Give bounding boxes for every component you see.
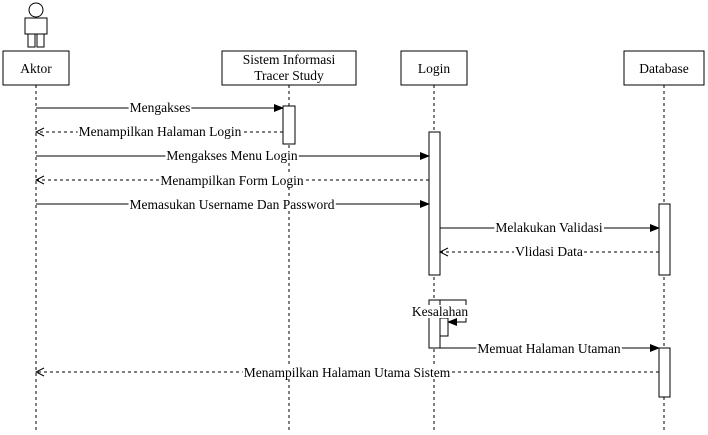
label-backing: [128, 101, 192, 114]
label-backing: [242, 366, 452, 379]
message-mengakses-menu-login-label: Mengakses Menu Login: [166, 148, 297, 163]
participant-aktor: Aktor: [2, 50, 70, 86]
activation-sistem: [282, 105, 296, 145]
activation-database-1: [658, 203, 671, 276]
message-menampilkan-halaman-login-label: Menampilkan Halaman Login: [79, 124, 242, 139]
message-memasukan-username-password: Memasukan Username Dan Password: [36, 197, 430, 212]
message-kesalahan: Kesalahan: [410, 299, 470, 326]
message-menampilkan-halaman-utama-sistem: Menampilkan Halaman Utama Sistem: [36, 365, 659, 380]
message-memuat-halaman-utaman: Memuat Halaman Utaman: [440, 341, 660, 356]
message-menampilkan-form-login: Menampilkan Form Login: [36, 173, 429, 188]
message-menampilkan-halaman-utama-sistem-label: Menampilkan Halaman Utama Sistem: [244, 365, 451, 380]
message-melakukan-validasi-label: Melakukan Validasi: [495, 220, 603, 235]
participant-database-label: Database: [639, 61, 688, 76]
activation-login-self: [439, 317, 449, 337]
message-mengakses: Mengakses: [36, 100, 284, 115]
message-menampilkan-form-login-label: Menampilkan Form Login: [160, 173, 303, 188]
participant-sistem: Sistem Informasi Tracer Study: [221, 50, 357, 86]
activation-login-1: [428, 131, 441, 276]
message-menampilkan-halaman-login: Menampilkan Halaman Login: [36, 124, 283, 139]
message-mengakses-label: Mengakses: [130, 100, 191, 115]
participant-sistem-label-line1: Sistem Informasi: [243, 52, 336, 67]
message-vlidasi-data: Vlidasi Data: [440, 244, 659, 259]
participant-database: Database: [623, 50, 705, 86]
label-backing: [159, 174, 305, 187]
message-memasukan-username-password-label: Memasukan Username Dan Password: [129, 197, 334, 212]
message-kesalahan-label: Kesalahan: [412, 304, 468, 319]
label-backing: [476, 342, 622, 355]
participant-login-label: Login: [418, 61, 450, 76]
label-backing: [514, 245, 584, 258]
participant-login: Login: [400, 50, 468, 86]
label-backing: [410, 305, 470, 318]
message-melakukan-validasi: Melakukan Validasi: [440, 220, 660, 235]
activation-database-2: [658, 347, 671, 398]
actor-icon: [24, 2, 48, 48]
label-backing: [494, 221, 604, 234]
label-backing: [77, 125, 243, 138]
message-memuat-halaman-utaman-label: Memuat Halaman Utaman: [477, 341, 620, 356]
participant-sistem-label-line2: Tracer Study: [254, 68, 324, 83]
message-vlidasi-data-label: Vlidasi Data: [515, 244, 583, 259]
label-backing: [165, 149, 299, 162]
message-mengakses-menu-login: Mengakses Menu Login: [36, 148, 430, 163]
participant-aktor-label: Aktor: [20, 61, 52, 76]
label-backing: [128, 198, 336, 211]
